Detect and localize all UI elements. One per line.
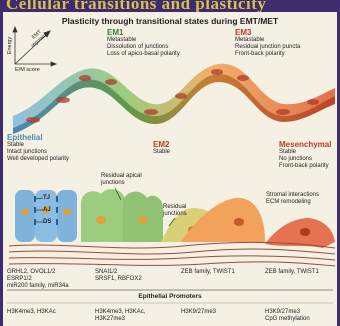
ds-label: DS [43, 219, 51, 226]
regulator-col1-line-2: ESRP1/2 [7, 276, 69, 283]
regulator-col2-line-1: SNAI1/2 [95, 269, 142, 276]
promoter-col2-line-1: H3K4me3, H3KAc, [95, 309, 145, 316]
regulators-col-3: ZEB family, TWIST1 [181, 269, 235, 276]
residual-junctions-line-1: Residual [163, 204, 187, 211]
regulator-col1-line-3: miR200 family, miR34a [7, 283, 69, 290]
promoters-col-4: H3K9/27me3 CpG methylation [265, 309, 310, 323]
em1-line-2: Dissolution of junctions [107, 44, 180, 51]
axis-em-score-label: E/M score [15, 67, 40, 74]
promoter-col3-line-1: H3K9/27me3 [181, 309, 216, 316]
banner-text: Cellular transitions and plasticity [6, 0, 266, 12]
banner: Cellular transitions and plasticity [0, 0, 340, 12]
figure-title: Plasticity through transitional states d… [3, 16, 337, 26]
promoters-col-1: H3K4me3, H3KAc [7, 309, 56, 316]
epithelial-block: Epithelial Stable Intact junctions Well … [7, 133, 69, 163]
regulator-col2-line-2: SRSF1, RBFOX2 [95, 276, 142, 283]
epithelial-line-2: Intact junctions [7, 149, 69, 156]
em1-cells [81, 189, 163, 242]
em1-line-1: Metastable [107, 37, 180, 44]
promoter-col4-line-1: H3K9/27me3 [265, 309, 310, 316]
em1-block: EM1 Metastable Dissolution of junctions … [107, 28, 180, 58]
regulator-col3-line-1: ZEB family, TWIST1 [181, 269, 235, 276]
regulators-col-1: GRHL2, OVOL1/2 ESRP1/2 miR200 family, mi… [7, 269, 69, 290]
axis-energy-label: Energy [7, 37, 14, 54]
residual-junctions-note: Residual junctions [163, 204, 187, 218]
residual-apical-line-2: junctions [101, 180, 142, 187]
mesenchymal-block: Mesenchymal Stable No junctions Front-ba… [279, 140, 331, 170]
promoter-col2-line-2: H3K27me3 [95, 316, 145, 323]
aj-label: AJ [43, 207, 51, 214]
residual-apical-note: Residual apical junctions [101, 173, 142, 187]
mesenchymal-cell [265, 218, 335, 248]
em2-line-1: Stable [153, 149, 170, 156]
epithelial-line-1: Stable [7, 142, 69, 149]
em3-line-3: Front-back polarity [235, 51, 300, 58]
regulator-col4-line-1: ZEB family, TWIST1 [265, 269, 319, 276]
stromal-line-1: Stromal interactions [266, 192, 319, 199]
promoters-col-2: H3K4me3, H3KAc, H3K27me3 [95, 309, 145, 323]
epithelial-line-3: Well developed polarity [7, 156, 69, 163]
em1-label: EM1 [107, 28, 180, 37]
regulator-col1-line-1: GRHL2, OVOL1/2 [7, 269, 69, 276]
promoter-col1-line-1: H3K4me3, H3KAc [7, 309, 56, 316]
em3-label: EM3 [235, 28, 300, 37]
em1-line-3: Loss of apico-basal polarity [107, 51, 180, 58]
stromal-note: Stromal interactions ECM remodeling [266, 192, 319, 206]
residual-junctions-line-2: junctions [163, 211, 187, 218]
epithelial-label: Epithelial [7, 133, 69, 142]
figure-panel: Plasticity through transitional states d… [3, 12, 337, 326]
mesenchymal-label: Mesenchymal [279, 140, 331, 149]
regulators-col-2: SNAI1/2 SRSF1, RBFOX2 [95, 269, 142, 283]
mesenchymal-line-3: Front-back polarity [279, 163, 331, 170]
promoters-title: Epithelial Promoters [3, 293, 337, 301]
stromal-line-2: ECM remodeling [266, 199, 319, 206]
em2-label: EM2 [153, 140, 170, 149]
promoter-col4-line-2: CpG methylation [265, 316, 310, 323]
em3-line-2: Residual junction puncta [235, 44, 300, 51]
mesenchymal-line-1: Stable [279, 149, 331, 156]
promoters-col-3: H3K9/27me3 [181, 309, 216, 316]
residual-apical-line-1: Residual apical [101, 173, 142, 180]
tj-label: TJ [43, 195, 50, 202]
regulators-col-4: ZEB family, TWIST1 [265, 269, 319, 276]
em3-line-1: Metastable [235, 37, 300, 44]
mesenchymal-line-2: No junctions [279, 156, 331, 163]
em3-block: EM3 Metastable Residual junction puncta … [235, 28, 300, 58]
em2-block: EM2 Stable [153, 140, 170, 156]
